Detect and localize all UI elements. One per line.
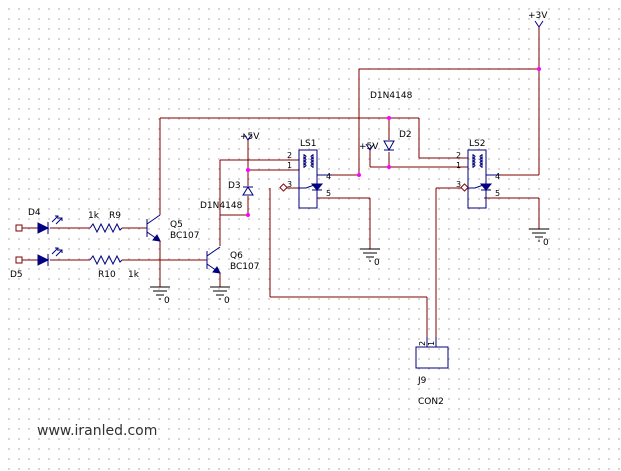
resistor-r10	[89, 254, 123, 266]
label-r9-ref: R9	[109, 211, 121, 221]
pin-ls2-3: 3	[456, 180, 461, 189]
label-q5-value: BC107	[170, 231, 199, 241]
pin-ls1-1: 1	[287, 161, 292, 170]
label-q6-value: BC107	[230, 262, 259, 272]
diode-d3	[242, 186, 254, 196]
pin-ls1-4: 4	[326, 172, 331, 181]
label-d2-value: D1N4148	[370, 91, 413, 101]
pin-ls1-5: 5	[326, 189, 331, 198]
label-d3-ref: D3	[228, 181, 241, 191]
pin-numbers: 2 1 3 4 5 2 1 3 4 5 2 1	[287, 151, 500, 346]
label-q6-ref: Q6	[230, 251, 243, 261]
label-supply-5v-left: +5V	[240, 132, 260, 142]
pin-ls2-5: 5	[495, 189, 500, 198]
label-j9-value: CON2	[418, 397, 444, 407]
label-ls1-ref: LS1	[300, 139, 316, 149]
pin-ls2-2: 2	[456, 151, 461, 160]
label-gnd-ls2: 0	[543, 238, 549, 248]
label-q5-ref: Q5	[170, 220, 183, 230]
pin-ls1-3: 3	[287, 180, 292, 189]
led-d4	[15, 215, 63, 234]
diode-d2	[383, 140, 395, 152]
supply-5v-symbol-mid	[365, 143, 375, 151]
label-d4-ref: D4	[28, 208, 41, 218]
led-d5	[15, 247, 63, 266]
label-gnd-q6: 0	[224, 296, 230, 306]
watermark-text: www.iranled.com	[37, 423, 157, 439]
supply-5v-symbol-left	[243, 133, 253, 141]
label-supply-3v: +3V	[528, 11, 548, 21]
ground-ls2	[529, 228, 549, 242]
label-ls2-ref: LS2	[469, 139, 485, 149]
label-d5-ref: D5	[10, 270, 23, 280]
relay-ls1	[279, 149, 332, 209]
ground-ls1	[360, 248, 380, 262]
pin-j9-2: 2	[418, 341, 427, 346]
label-r9-value: 1k	[88, 211, 100, 221]
label-r10-ref: R10	[98, 270, 116, 280]
pin-ls1-2: 2	[287, 151, 292, 160]
labels: +3V D1N4148 D2 +5V +5V LS1 LS2 D3 D1N414…	[10, 11, 549, 407]
transistor-q6	[206, 246, 221, 274]
relay-ls2	[460, 149, 500, 209]
resistor-r9	[89, 222, 123, 234]
transistor-q5	[146, 214, 161, 242]
label-d2-ref: D2	[399, 130, 412, 140]
ground-q6	[210, 286, 230, 300]
label-r10-value: 1k	[128, 270, 140, 280]
pin-ls2-4: 4	[495, 172, 500, 181]
label-d3-value: D1N4148	[200, 201, 243, 211]
ground-q5	[150, 286, 170, 300]
label-gnd-ls1: 0	[374, 258, 380, 268]
pin-j9-1: 1	[427, 341, 436, 346]
label-gnd-q5: 0	[164, 296, 170, 306]
connector-j9	[415, 337, 449, 369]
wires	[22, 27, 540, 337]
label-j9-ref: J9	[417, 376, 427, 386]
junctions	[246, 67, 541, 217]
supply-3v-symbol	[534, 20, 544, 28]
pin-ls2-1: 1	[456, 161, 461, 170]
label-supply-5v-mid: +5V	[359, 142, 379, 152]
